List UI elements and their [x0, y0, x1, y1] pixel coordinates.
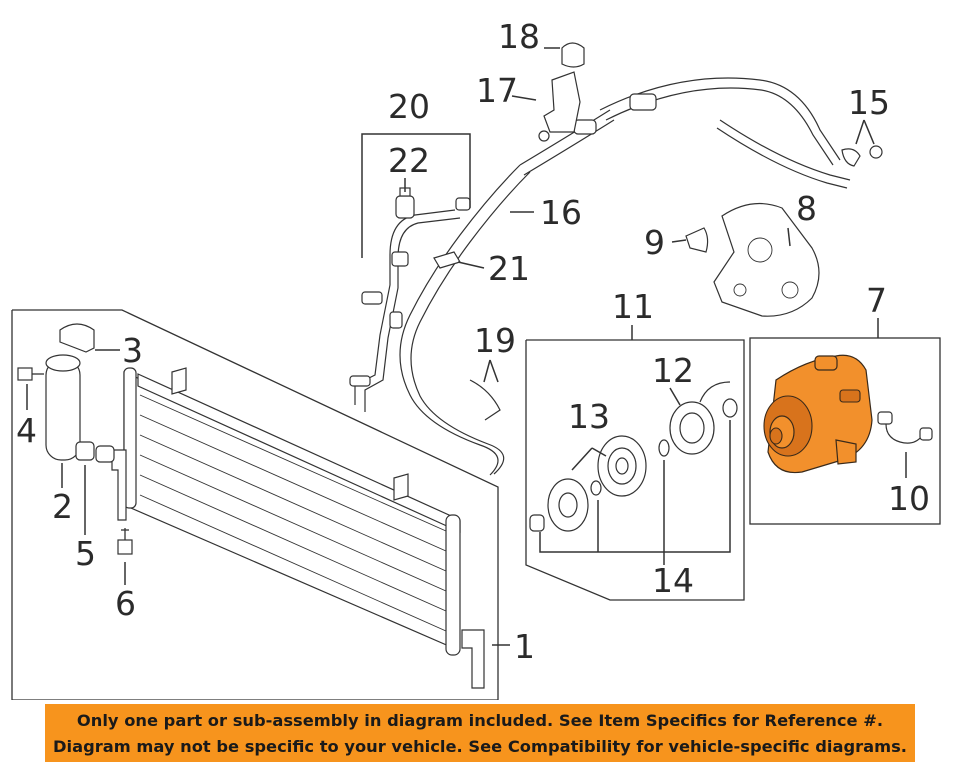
callout-7: 7: [866, 281, 887, 320]
cap-18: [561, 42, 585, 68]
hose-bracket-17: [543, 71, 581, 133]
disclaimer-banner: Only one part or sub-assembly in diagram…: [45, 704, 915, 762]
shims-14: [529, 398, 738, 532]
compressor-wire-harness: [877, 411, 933, 444]
caps-5: [75, 441, 115, 463]
compressor-mount-bracket: [713, 202, 820, 317]
condenser: [111, 367, 485, 689]
disclaimer-line-2: Diagram may not be specific to your vehi…: [52, 737, 907, 756]
callout-8: 8: [796, 189, 817, 228]
callout-20: 20: [388, 87, 430, 126]
callout-5: 5: [75, 534, 96, 573]
disclaimer-line-1: Only one part or sub-assembly in diagram…: [76, 711, 884, 730]
ac-compressor: [763, 354, 873, 474]
leader-lines: [26, 47, 907, 646]
callout-6: 6: [115, 584, 136, 623]
clutch-hub-13: [547, 478, 589, 532]
callout-14: 14: [652, 561, 694, 600]
clutch-pulley-13: [597, 435, 647, 497]
callout-3: 3: [122, 331, 143, 370]
callout-19: 19: [474, 321, 516, 360]
callout-1: 1: [514, 627, 535, 666]
callout-22: 22: [388, 141, 430, 180]
callout-9: 9: [644, 223, 665, 262]
bolt-4: [17, 367, 44, 381]
ac-system-parts-diagram: 1 2 3 4 5 6 7 8 9 10 11 12 13 14 15 16 1…: [11, 17, 941, 700]
pressure-switch: [395, 187, 415, 219]
callout-21: 21: [488, 249, 530, 288]
callout-10: 10: [888, 479, 930, 518]
refrigerant-lines: [354, 77, 851, 476]
clutch-group-frame: [525, 339, 745, 601]
callout-18: 18: [498, 17, 540, 56]
callout-4: 4: [16, 411, 37, 450]
receiver-dryer: [45, 354, 81, 461]
callout-13: 13: [568, 397, 610, 436]
callout-16: 16: [540, 193, 582, 232]
callout-11: 11: [612, 287, 654, 326]
dryer-bracket: [59, 323, 95, 353]
callout-2: 2: [52, 487, 73, 526]
fittings: [349, 93, 883, 387]
callout-17: 17: [476, 71, 518, 110]
cover-9: [685, 227, 709, 253]
clutch-coil-12: [669, 381, 731, 455]
callout-labels: 1 2 3 4 5 6 7 8 9 10 11 12 13 14 15 16 1…: [16, 17, 930, 666]
callout-15: 15: [848, 83, 890, 122]
bolt-6: [117, 528, 133, 555]
compressor-group-frame: [749, 337, 941, 525]
callout-12: 12: [652, 351, 694, 390]
condenser-group-frame: [11, 309, 499, 700]
